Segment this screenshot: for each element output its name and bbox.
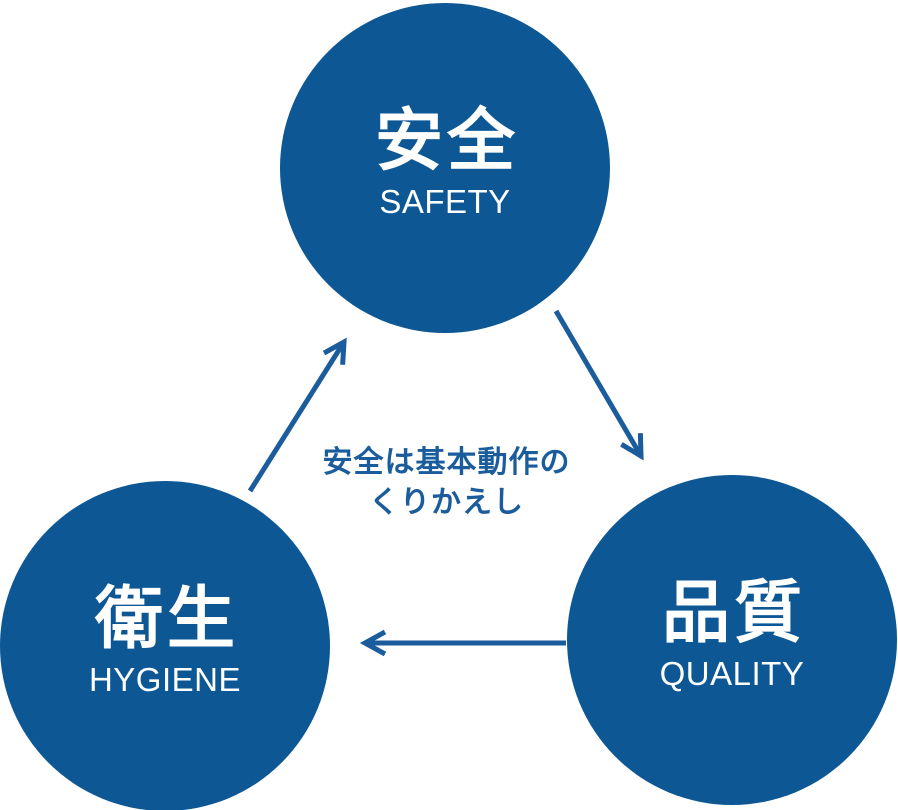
arrow-safety-to-quality-icon <box>553 309 644 461</box>
quality-en-label: QUALITY <box>659 654 805 692</box>
safety-en-label: SAFETY <box>379 182 511 220</box>
node-quality-circle: 品質 QUALITY <box>567 475 897 805</box>
quality-kanji-label: 品質 <box>661 574 806 651</box>
hygiene-en-label: HYGIENE <box>88 660 242 698</box>
hygiene-kanji-label: 衛生 <box>94 580 239 657</box>
node-safety-circle: 安全 SAFETY <box>280 3 610 333</box>
safety-kanji-label: 安全 <box>374 102 519 179</box>
center-note: 安全は基本動作の くりかえし <box>322 443 571 523</box>
node-hygiene-circle: 衛生 HYGIENE <box>0 481 330 810</box>
center-note-line2: くりかえし <box>369 486 524 519</box>
center-note-line1: 安全は基本動作の <box>322 446 571 479</box>
